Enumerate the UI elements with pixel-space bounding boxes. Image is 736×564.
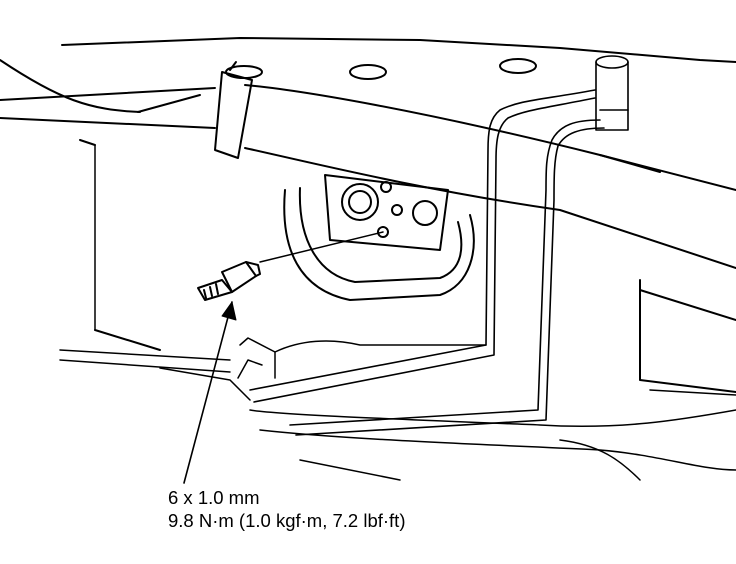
mounting-bolt — [197, 231, 384, 301]
valve-bolt-hole-upper — [380, 181, 392, 193]
valve-bolt-hole-lower — [377, 226, 389, 238]
lower-floor-lines — [59, 337, 736, 481]
torque-spec-label: 9.8 N·m (1.0 kgf·m, 7.2 lbf·ft) — [168, 510, 406, 531]
valve-port-right — [412, 200, 438, 226]
refrigerant-pipes — [249, 55, 629, 436]
pipe-clamp — [214, 61, 263, 159]
valve-port-large — [341, 183, 379, 221]
bolt-size-label: 6 x 1.0 mm — [168, 487, 260, 508]
upper-panel — [0, 37, 736, 393]
leader-arrow — [183, 301, 237, 484]
expansion-valve — [283, 174, 475, 301]
panel-hole-right — [499, 58, 537, 74]
cross-beam — [0, 84, 736, 269]
panel-hole-left — [349, 64, 387, 80]
